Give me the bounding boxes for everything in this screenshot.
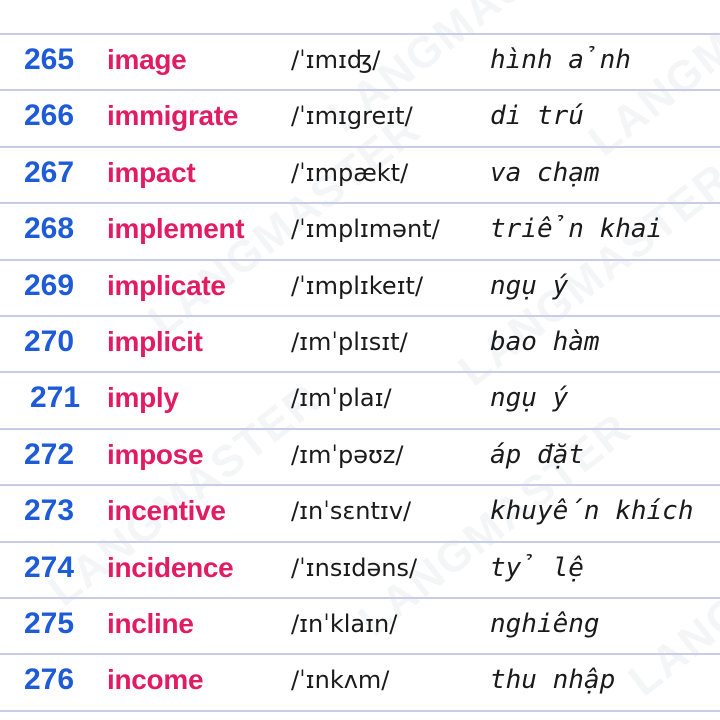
entry-meaning: triển khai [490,214,663,244]
vocab-row: 268 implement /ˈɪmplɪmənt/ triển khai [0,201,720,257]
ruled-line [0,33,720,35]
entry-ipa: /ɪnˈklaɪn/ [291,610,398,638]
vocab-row: 266 immigrate /ˈɪmɪgreɪt/ di trú [0,88,720,144]
entry-meaning: nghiêng [490,609,600,639]
entry-ipa: /ɪmˈplɪsɪt/ [291,328,408,356]
entry-word: incline [107,608,194,639]
vocab-row: 272 impose /ɪmˈpəʊz/ áp đặt [0,427,720,483]
entry-word: impose [107,439,204,470]
ruled-line [0,428,720,430]
entry-word: immigrate [107,100,239,131]
ruled-line [0,315,720,317]
entry-ipa: /ˈɪmpækt/ [291,159,409,187]
vocab-row: 269 implicate /ˈɪmplɪkeɪt/ ngụ ý [0,258,720,314]
entry-number: 270 [24,325,75,358]
ruled-line [0,653,720,655]
vocab-row: 276 income /ˈɪnkʌm/ thu nhập [0,652,720,708]
entry-word: implicate [107,270,226,301]
entry-number: 267 [24,156,75,189]
entry-ipa: /ɪmˈpəʊz/ [291,441,404,469]
entry-number: 268 [24,212,75,245]
entry-ipa: /ˈɪmplɪmənt/ [291,215,440,243]
entry-word: impact [107,157,196,188]
ruled-line [0,202,720,204]
entry-word: incidence [107,552,234,583]
entry-number: 273 [24,494,75,527]
entry-word: implement [107,213,245,244]
entry-word: imply [107,382,179,413]
entry-meaning: di trú [490,101,584,131]
ruled-line [0,89,720,91]
entry-number: 271 [30,381,81,414]
vocab-row: 265 image /ˈɪmɪʤ/ hình ảnh [0,32,720,88]
ruled-line [0,541,720,543]
entry-number: 276 [24,663,75,696]
vocab-row: 267 impact /ˈɪmpækt/ va chạm [0,145,720,201]
entry-meaning: thu nhập [490,665,616,695]
entry-word: implicit [107,326,203,357]
entry-meaning: tỷ lệ [490,553,584,583]
ruled-line [0,371,720,373]
entry-ipa: /ˈɪmɪʤ/ [291,46,381,74]
entry-meaning: khuyến khích [490,496,694,526]
entry-meaning: ngụ ý [490,383,569,413]
entry-meaning: hình ảnh [490,45,631,75]
ruled-line [0,484,720,486]
ruled-line [0,146,720,148]
ruled-line [0,259,720,261]
entry-ipa: /ˈɪnkʌm/ [291,666,390,694]
vocab-row: 270 implicit /ɪmˈplɪsɪt/ bao hàm [0,314,720,370]
entry-meaning: bao hàm [490,327,600,357]
entry-number: 275 [24,607,75,640]
entry-ipa: /ˈɪmɪgreɪt/ [291,102,413,130]
entry-number: 269 [24,269,75,302]
entry-ipa: /ɪmˈplaɪ/ [291,384,392,412]
entry-number: 266 [24,99,75,132]
entry-number: 274 [24,551,75,584]
entry-word: income [107,664,204,695]
vocab-row: 274 incidence /ˈɪnsɪdəns/ tỷ lệ [0,540,720,596]
entry-ipa: /ˈɪnsɪdəns/ [291,554,418,582]
vocab-row: 273 incentive /ɪnˈsɛntɪv/ khuyến khích [0,483,720,539]
entry-ipa: /ˈɪmplɪkeɪt/ [291,272,424,300]
entry-number: 272 [24,438,75,471]
entry-ipa: /ɪnˈsɛntɪv/ [291,497,412,525]
entry-meaning: ngụ ý [490,271,569,301]
vocab-row: 271 imply /ɪmˈplaɪ/ ngụ ý [0,370,720,426]
vocab-row: 275 incline /ɪnˈklaɪn/ nghiêng [0,596,720,652]
entry-meaning: va chạm [490,158,600,188]
ruled-line [0,710,720,712]
entry-number: 265 [24,43,75,76]
entry-meaning: áp đặt [490,440,584,470]
entry-word: image [107,44,187,75]
entry-word: incentive [107,495,226,526]
ruled-line [0,597,720,599]
